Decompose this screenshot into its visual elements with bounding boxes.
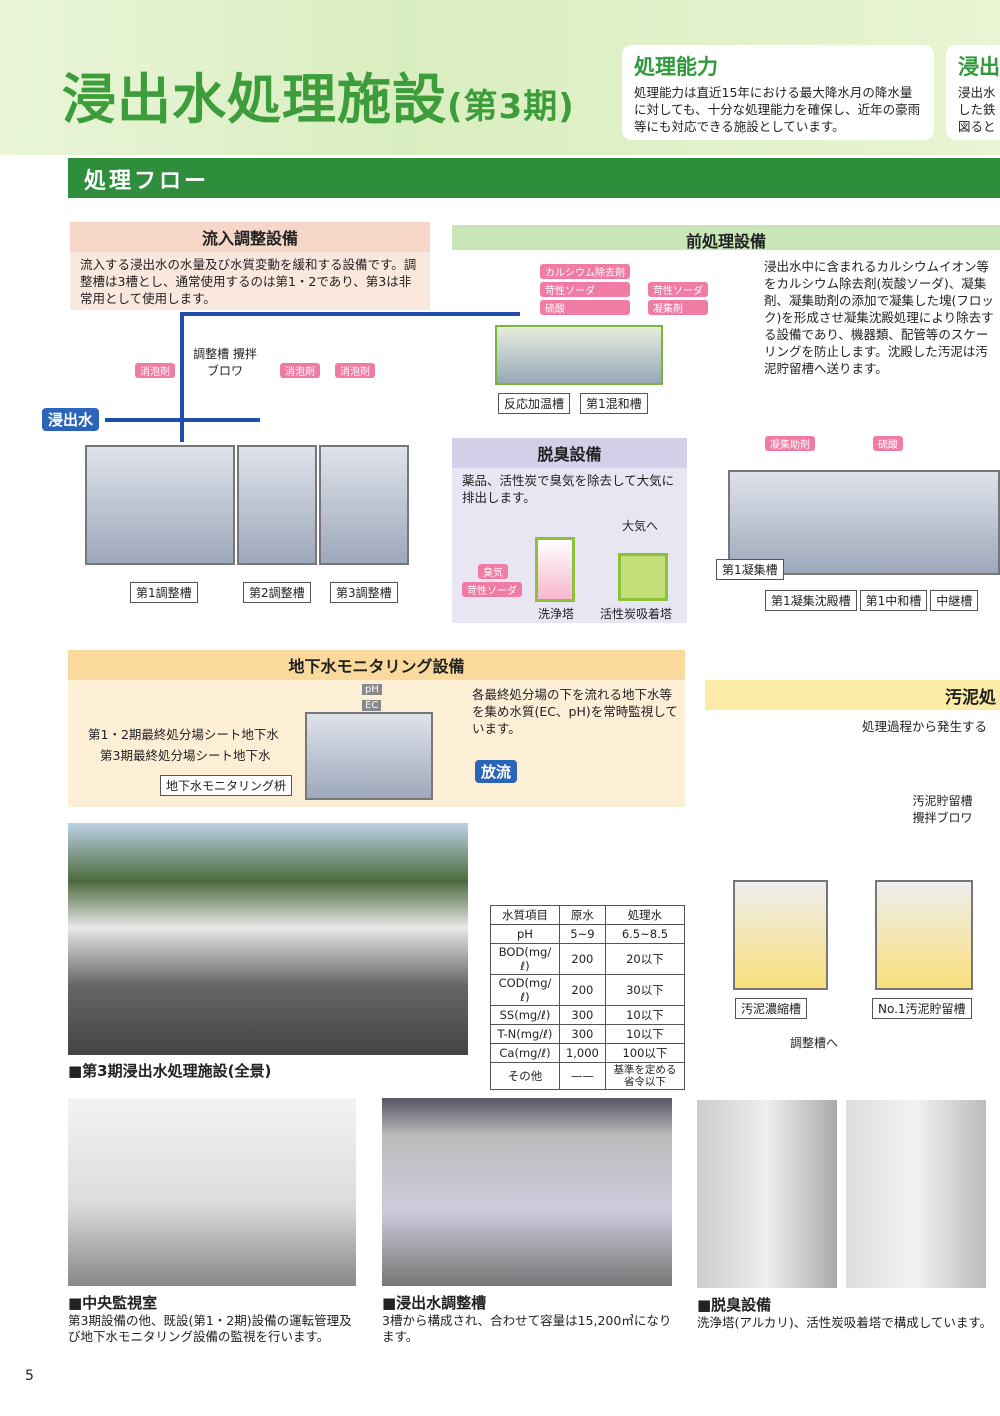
tank-label: 第1凝集槽	[716, 559, 784, 580]
sludge-header: 汚泥処	[705, 680, 1000, 710]
ground-input: 第1・2期最終処分場シート地下水	[88, 727, 279, 742]
pre-chems-2: 苛性ソーダ凝集剤	[648, 282, 708, 315]
chem-label: 凝集助剤	[765, 436, 815, 451]
carbon-tower	[618, 553, 668, 601]
deodor-photo-1	[697, 1100, 837, 1288]
tank-label: 第2調整槽	[243, 582, 311, 603]
coag-labels: 第1凝集沈殿槽第1中和槽中継槽	[765, 590, 979, 611]
table-header: 水質項目原水処理水	[490, 905, 686, 925]
deodor-photo-2	[846, 1100, 986, 1288]
tank-label: 第1調整槽	[130, 582, 198, 603]
control-room-photo	[68, 1098, 356, 1286]
tower-label: 活性炭吸着塔	[600, 607, 673, 621]
discharge-label: 放流	[475, 760, 518, 783]
tank-label: 汚泥濃縮槽	[735, 998, 808, 1019]
pre-tank	[495, 325, 663, 385]
sludge-blower: 汚泥貯留槽 攪拌ブロワ	[912, 794, 973, 825]
tank-3	[319, 445, 409, 565]
deodor-caption: ■脱臭設備洗浄塔(アルカリ)、活性炭吸着塔で構成しています。	[697, 1296, 993, 1330]
coag-tank	[728, 470, 1000, 575]
pit-label: 地下水モニタリング枡	[160, 775, 293, 796]
sensor-label: EC	[362, 700, 382, 711]
capacity-box: 処理能力処理能力は直近15年における最大降水月の降水量に対しても、十分な処理能力…	[622, 45, 934, 140]
tower-label: 洗浄塔	[538, 607, 575, 621]
pipe	[180, 312, 520, 316]
pre-chems-1: カルシウム除去剤苛性ソーダ硫酸	[540, 264, 630, 315]
chem-label: 硫酸	[873, 436, 903, 451]
pipe	[180, 312, 184, 442]
overview-caption: ■第3期浸出水処理施設(全景)	[68, 1062, 272, 1080]
chem-label: 消泡剤	[135, 363, 175, 378]
tank-label: 第3調整槽	[330, 582, 398, 603]
chem-label: 消泡剤	[280, 363, 320, 378]
monitoring-pit	[305, 712, 433, 800]
thickener-tank	[733, 880, 828, 990]
blower-label: 調整槽 攪拌ブロワ	[193, 347, 257, 378]
to-air-label: 大気へ	[622, 519, 659, 533]
sludge-text: 処理過程から発生する	[862, 719, 988, 734]
ground-text: 各最終処分場の下を流れる地下水等を集め水質(EC、pH)を常時監視しています。	[472, 687, 678, 736]
storage-tank	[875, 880, 973, 990]
pre-text: 浸出水中に含まれるカルシウムイオン等をカルシウム除去剤(炭酸ソーダ)、凝集剤、凝…	[764, 259, 994, 376]
input-label: 浸出水	[42, 408, 100, 431]
wash-tower	[535, 537, 575, 602]
ground-input: 第3期最終処分場シート地下水	[100, 748, 271, 763]
tank-label: No.1汚泥貯留槽	[872, 998, 972, 1019]
chem-label: 苛性ソーダ	[462, 582, 522, 597]
chem-label: 臭気	[478, 564, 508, 579]
tank-photo	[382, 1098, 672, 1286]
overview-photo	[68, 823, 468, 1055]
control-caption: ■中央監視室第3期設備の他、既設(第1・2期)設備の運転管理及び地下水モニタリン…	[68, 1294, 352, 1344]
cutoff-box: 浸出浸出水 した鉄 図ると	[946, 45, 1000, 140]
tank-1	[85, 445, 235, 565]
table-row: その他——基準を定める省令以下	[490, 1062, 686, 1090]
tank-label: 反応加温槽	[498, 393, 571, 414]
flow-heading: 処理フロー	[68, 158, 1000, 198]
page-number: 5	[25, 1368, 34, 1384]
pre-panel-header: 前処理設備	[452, 225, 1000, 251]
tank-2	[237, 445, 317, 565]
inflow-panel: 流入調整設備流入する浸出水の水量及び水質変動を緩和する設備です。調整槽は3槽とし…	[70, 222, 430, 310]
page-title: 浸出水処理施設(第3期)	[62, 68, 575, 131]
sensor-label: pH	[362, 684, 382, 695]
return-label: 調整槽へ	[790, 1036, 839, 1050]
chem-label: 消泡剤	[335, 363, 375, 378]
tank-label: 第1混和槽	[580, 393, 648, 414]
